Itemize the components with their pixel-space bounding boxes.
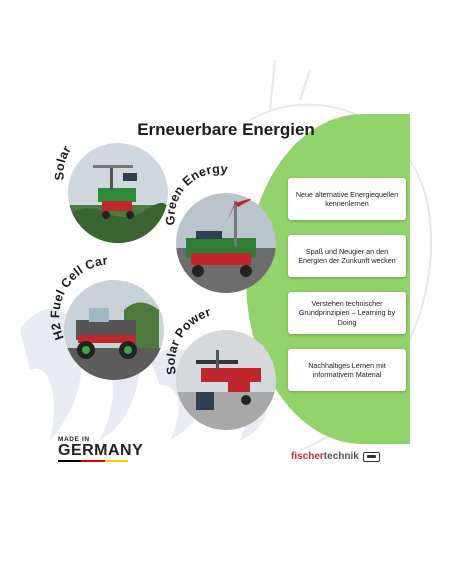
germany-label: GERMANY <box>58 442 144 459</box>
benefit-card-2: Spaß und Neugier an den Energien der Zun… <box>288 235 406 277</box>
brand-part-technik: technik <box>323 451 359 462</box>
brand-logo: fischer technik <box>291 451 380 462</box>
benefit-card-1: Neue alternative Energiequellen kennenle… <box>288 178 406 220</box>
svg-text:Green Energy: Green Energy <box>163 162 228 226</box>
label-solar: Solar <box>52 143 74 181</box>
svg-text:H2 Fuel Cell Car: H2 Fuel Cell Car <box>48 253 108 341</box>
brand-part-fischer: fischer <box>291 451 324 462</box>
flag-stripe-icon <box>58 460 128 462</box>
svg-text:Solar Power: Solar Power <box>164 305 213 376</box>
benefit-card-4: Nachhaltiges Lernen mit informativem Mat… <box>288 349 406 391</box>
label-solar-power: Solar Power <box>164 305 212 376</box>
made-in-germany-badge: MADE IN GERMANY <box>58 436 143 462</box>
page-title: Erneuerbare Energien <box>137 120 315 139</box>
made-in-label: MADE IN <box>58 436 90 443</box>
label-green-energy: Green Energy <box>163 162 228 226</box>
benefit-card-3: Verstehen technischer Grundprinzipien – … <box>288 292 406 334</box>
solar-model-photo <box>68 143 168 243</box>
brand-badge-icon <box>362 451 380 462</box>
green-energy-model-photo <box>176 193 276 293</box>
svg-text:Solar: Solar <box>52 143 74 181</box>
label-h2-fuel-cell-car: H2 Fuel Cell Car <box>48 253 108 341</box>
h2-fuel-cell-car-photo <box>64 280 164 380</box>
